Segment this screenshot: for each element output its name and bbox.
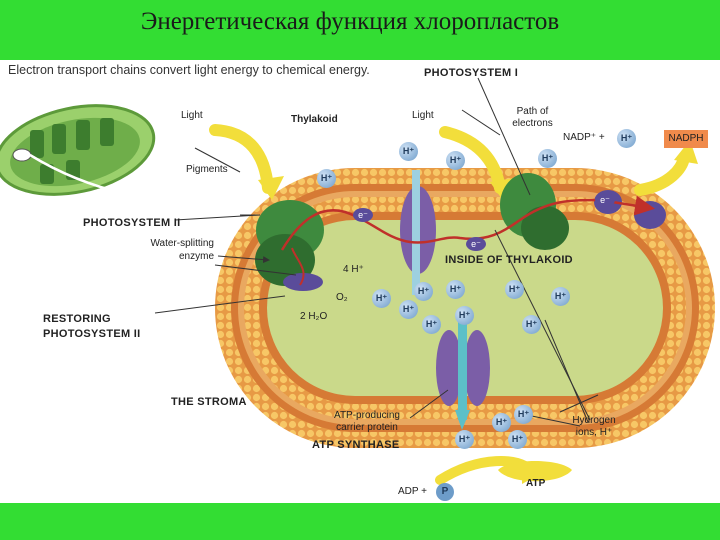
ion-h: H⁺ <box>538 149 557 168</box>
electron-1: e⁻ <box>353 208 373 222</box>
ion-h: H⁺ <box>399 142 418 161</box>
slide-title: Энергетическая функция хлоропластов <box>140 8 560 35</box>
label-pigments: Pigments <box>186 164 228 175</box>
photosystem-i <box>500 173 666 250</box>
label-path-of-electrons: Path of electrons <box>512 106 553 129</box>
leader-lines <box>154 77 599 427</box>
cytochrome-complex <box>400 170 436 295</box>
label-atp-carrier: ATP-producing carrier protein <box>334 410 400 433</box>
label-water-splitting: Water-splitting enzyme <box>150 238 214 262</box>
ion-h: H⁺ <box>446 151 465 170</box>
electron-3: e⁻ <box>595 193 615 207</box>
diagram-panel: Electron transport chains convert light … <box>0 60 720 503</box>
label-adp: ADP + <box>398 486 427 497</box>
label-4h: 4 H⁺ <box>343 264 364 275</box>
ion-h: H⁺ <box>455 430 474 449</box>
water-split-arrow <box>291 247 305 286</box>
atp-shape <box>498 461 572 482</box>
ion-h: H⁺ <box>446 280 465 299</box>
ion-h-nadp: H⁺ <box>617 129 636 148</box>
electron-path <box>280 195 655 251</box>
label-stroma: THE STROMA <box>171 396 247 408</box>
chloroplast-icon <box>0 104 261 212</box>
ion-h: H⁺ <box>508 430 527 449</box>
ion-h: H⁺ <box>505 280 524 299</box>
label-light-right: Light <box>412 110 434 121</box>
label-nadph: NADPH <box>664 130 708 148</box>
ion-h: H⁺ <box>414 282 433 301</box>
atp-synthase-protein <box>436 310 490 430</box>
phosphate-icon: P <box>436 483 454 501</box>
label-nadp: NADP⁺ + <box>563 132 605 143</box>
ion-h: H⁺ <box>551 287 570 306</box>
label-light-left: Light <box>181 110 203 121</box>
diagram-caption: Electron transport chains convert light … <box>8 63 370 77</box>
electron-2: e⁻ <box>466 237 486 251</box>
ion-h: H⁺ <box>422 315 441 334</box>
label-restoring: RESTORING PHOTOSYSTEM II <box>43 313 141 340</box>
label-photosystem-ii: PHOTOSYSTEM II <box>83 217 181 229</box>
label-inside-thylakoid: INSIDE OF THYLAKOID <box>445 254 573 266</box>
label-photosystem-i: PHOTOSYSTEM I <box>424 67 519 79</box>
ion-h: H⁺ <box>492 413 511 432</box>
ion-h: H⁺ <box>317 169 336 188</box>
ion-h: H⁺ <box>455 306 474 325</box>
light-arrows <box>209 124 698 485</box>
label-hydrogen-ions: Hydrogen ions, H⁺ <box>572 415 616 438</box>
label-atp: ATP <box>526 478 546 489</box>
ion-h: H⁺ <box>514 405 533 424</box>
label-thylakoid: Thylakoid <box>291 114 338 125</box>
label-2h2o: 2 H₂O <box>300 311 328 322</box>
ion-h: H⁺ <box>372 289 391 308</box>
ion-h: H⁺ <box>522 315 541 334</box>
label-o2: O₂ <box>336 292 348 303</box>
ion-h: H⁺ <box>399 300 418 319</box>
label-atp-synthase: ATP SYNTHASE <box>312 439 400 451</box>
photosystem-ii <box>255 200 324 291</box>
